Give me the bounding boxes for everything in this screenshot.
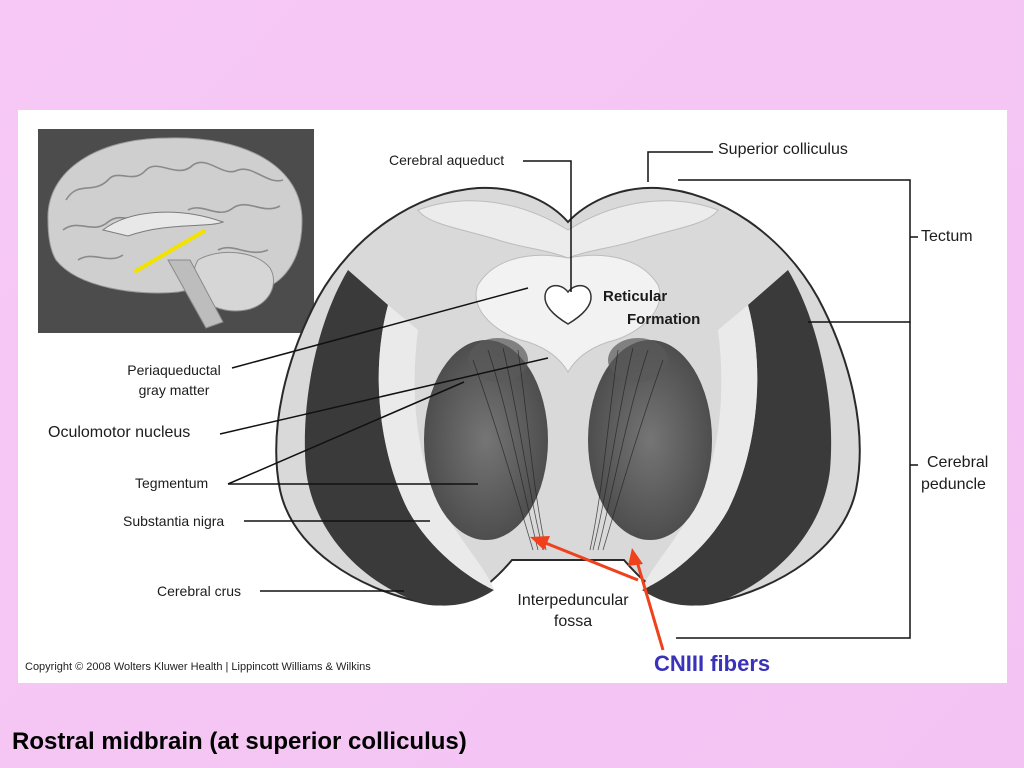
brain-inset-section-line	[134, 229, 206, 273]
label-superior-colliculus: Superior colliculus	[718, 141, 848, 158]
figure-panel: Cerebral aqueduct Superior colliculus Te…	[18, 110, 1007, 683]
slide-title: Rostral midbrain (at superior colliculus…	[12, 728, 467, 755]
tegmentum-left	[424, 340, 548, 540]
cniii-arrow-left-head	[530, 536, 550, 550]
label-reticular-line1: Reticular	[603, 288, 668, 305]
leader-tectum-bracket	[678, 179, 911, 323]
brain-inset-brainstem	[167, 259, 224, 329]
brain-inset	[38, 129, 314, 333]
label-substantia-nigra: Substantia nigra	[123, 513, 225, 529]
label-oculomotor-nucleus: Oculomotor nucleus	[48, 424, 191, 441]
brain-inset-corpus-callosum	[101, 211, 225, 237]
label-cerebral-aqueduct: Cerebral aqueduct	[389, 152, 505, 168]
leader-peduncle-bracket	[676, 322, 911, 639]
cniii-arrow-left-shaft	[537, 538, 639, 582]
leader-oculomotor	[219, 357, 549, 435]
midbrain-diagram	[38, 129, 918, 651]
leader-periaqueductal	[231, 287, 529, 369]
brain-inset-sulci	[62, 161, 284, 261]
oculomotor-nucleus-right	[608, 338, 668, 382]
cerebral-aqueduct	[544, 284, 592, 325]
label-cerebral-peduncle-line1: Cerebral	[927, 454, 989, 471]
tectum-layer	[417, 200, 719, 259]
cniii-arrow-right-head	[628, 548, 643, 566]
cerebral-crus-right	[642, 270, 832, 606]
label-periaqueductal-line2: gray matter	[138, 382, 210, 398]
label-cerebral-crus: Cerebral crus	[157, 583, 242, 599]
substantia-nigra-right	[642, 305, 758, 590]
tegmentum-right	[588, 340, 712, 540]
cniii-fiber-bundles	[472, 347, 664, 551]
oculomotor-nucleus-left	[468, 338, 528, 382]
label-periaqueductal-line1: Periaqueductal	[127, 362, 221, 378]
cniii-arrows	[530, 536, 665, 651]
label-tegmentum: Tegmentum	[135, 475, 209, 491]
midbrain-section	[275, 186, 861, 606]
label-cerebral-peduncle-line2: peduncle	[921, 476, 986, 493]
substantia-nigra-left	[378, 305, 494, 590]
leader-cerebral-aqueduct	[523, 160, 572, 292]
label-interpeduncular-line2: fossa	[553, 613, 593, 630]
label-reticular-line2: Formation	[627, 311, 701, 328]
cniii-arrow-right-shaft	[634, 557, 665, 651]
cniii-fibers-label: CNIII fibers	[654, 651, 771, 676]
leader-lines	[219, 151, 918, 639]
copyright-notice: Copyright © 2008 Wolters Kluwer Health |…	[25, 661, 371, 673]
label-interpeduncular-line1: Interpeduncular	[517, 592, 629, 609]
leader-tegmentum-upper	[227, 381, 465, 485]
label-tectum: Tectum	[921, 228, 973, 245]
leader-superior-colliculus	[647, 151, 713, 182]
